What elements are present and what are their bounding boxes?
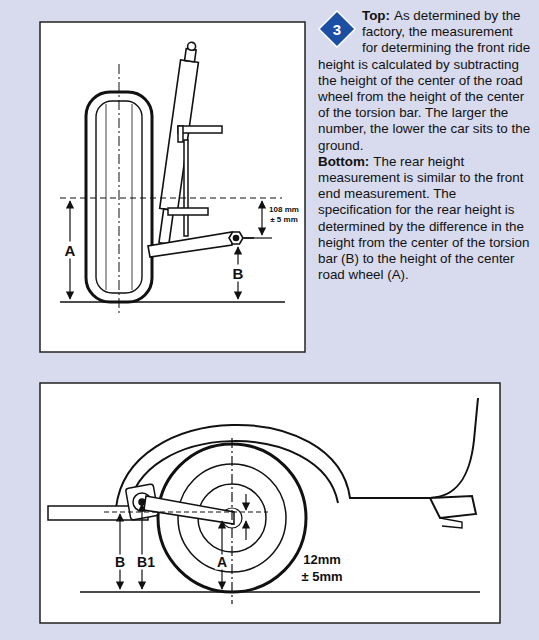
lower-control-arm (148, 232, 232, 257)
diamond-shape (319, 11, 355, 47)
suspension-link (168, 126, 222, 236)
torsion-housing (48, 484, 234, 524)
dimension-lines (261, 201, 262, 235)
dimension-letter: B1 (135, 555, 157, 570)
dimension-letter: B (113, 555, 127, 570)
dimension-lines (244, 237, 272, 238)
rear-panel (40, 383, 500, 623)
dimension-letter: B (231, 265, 246, 282)
dimension-letter: A (215, 555, 229, 570)
lower-control-arm (229, 232, 243, 244)
callout-number: 3 (333, 22, 341, 37)
dimension-letter: A (63, 242, 78, 259)
front-tire (106, 104, 107, 290)
dimension-lines (60, 198, 285, 302)
rear-dimension-lines (245, 494, 246, 510)
rear-dimension-lines (231, 438, 232, 604)
dimension-lines (60, 197, 282, 198)
shock-absorber (187, 42, 196, 51)
dimension-tolerance: ± 5mm (299, 570, 344, 584)
dimension-tolerance: ± 5 mm (268, 215, 300, 224)
step-diamond: 3 (318, 10, 356, 48)
suspension-link (184, 140, 188, 236)
lower-control-arm (234, 236, 239, 241)
car-body (430, 496, 476, 518)
rear-dimension-lines (245, 521, 246, 540)
dimension-value: 12mm (301, 553, 343, 567)
front-panel (40, 22, 305, 352)
paragraph: Bottom:The rear height measurement is si… (318, 154, 532, 284)
rear-dimension-lines (119, 514, 120, 589)
text-column: 3Top:As determined by the factory, the m… (318, 8, 532, 283)
car-body (440, 518, 462, 528)
rear-dimension-lines (80, 591, 480, 593)
front-tire (132, 104, 133, 290)
torsion-housing (144, 496, 234, 524)
front-panel (40, 22, 305, 352)
section-heading: Top: (362, 8, 390, 23)
dimension-value: 108 mm (267, 205, 301, 214)
dimension-lines (60, 301, 285, 303)
wheel-center-line (119, 64, 120, 314)
paragraph: 3Top:As determined by the factory, the m… (318, 8, 532, 154)
wheel-center-line (119, 64, 120, 314)
rear-panel (40, 383, 500, 623)
shock-absorber (160, 60, 199, 211)
rear-dimension-lines (80, 0, 539, 604)
section-heading: Bottom: (318, 154, 369, 169)
suspension-link (178, 126, 183, 142)
body-text: The rear height measurement is similar t… (318, 154, 529, 282)
rear-dimension-lines (141, 504, 142, 589)
suspension-link (168, 208, 208, 215)
rear-dimension-lines (104, 511, 268, 512)
suspension-link (178, 126, 222, 133)
